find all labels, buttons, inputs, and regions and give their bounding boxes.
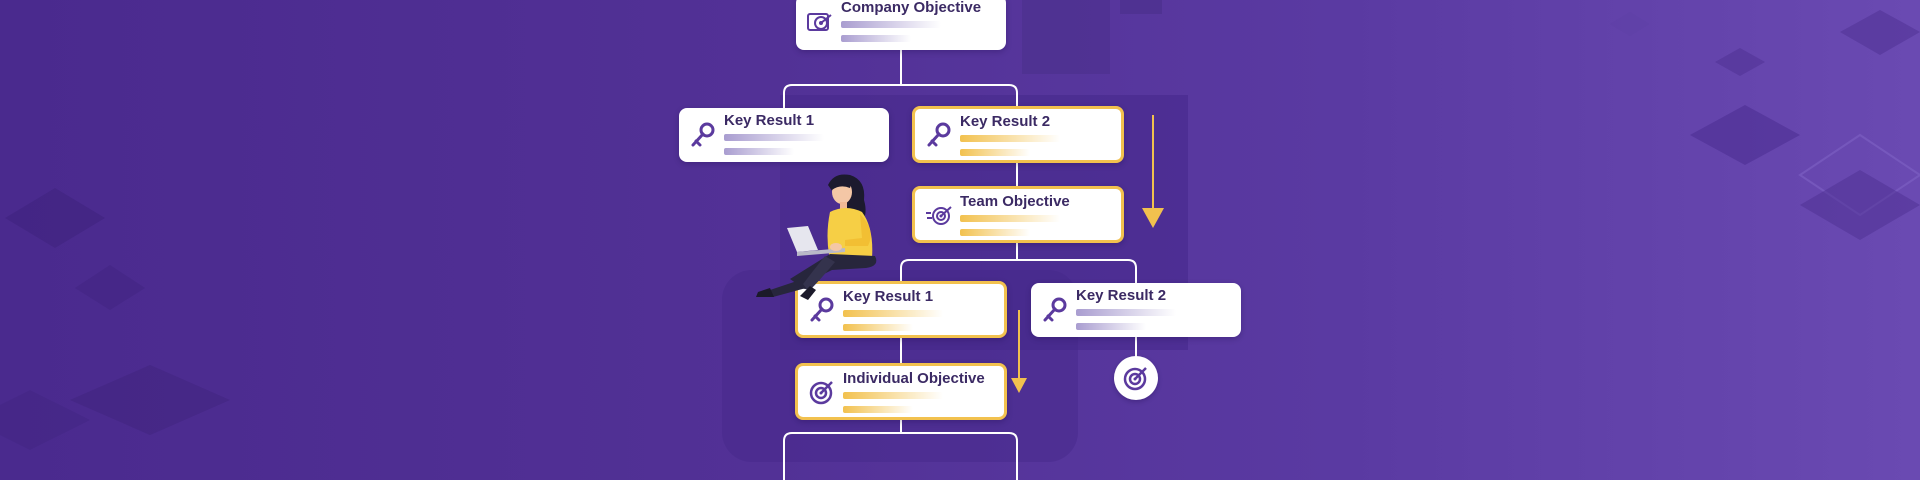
team-key-result-1-card[interactable]: Key Result 1 — [795, 281, 1007, 338]
key-icon — [691, 122, 715, 147]
target-board-icon — [807, 12, 832, 31]
individual-objective-card[interactable]: Individual Objective — [795, 363, 1007, 420]
placeholder-bar — [843, 310, 943, 317]
key-icon — [1043, 297, 1067, 322]
placeholder-bar — [724, 148, 794, 155]
card-title: Individual Objective — [843, 370, 985, 387]
placeholder-bar — [960, 215, 1060, 222]
placeholder-bar — [843, 324, 913, 331]
card-title: Key Result 2 — [960, 113, 1051, 130]
placeholder-bar — [960, 135, 1060, 142]
key-icon — [810, 297, 834, 321]
goal-badge[interactable] — [1114, 356, 1158, 400]
placeholder-bar — [1076, 323, 1146, 330]
placeholder-bar — [841, 21, 941, 28]
key-result-1-card[interactable]: Key Result 1 — [679, 108, 889, 162]
card-title: Key Result 2 — [1076, 287, 1167, 304]
team-objective-card[interactable]: Team Objective — [912, 186, 1124, 243]
placeholder-bar — [841, 35, 911, 42]
placeholder-bar — [1076, 309, 1176, 316]
target-speed-icon — [926, 205, 952, 225]
card-title: Key Result 1 — [724, 112, 815, 129]
card-title: Company Objective — [841, 0, 982, 16]
team-key-result-2-card[interactable]: Key Result 2 — [1031, 283, 1241, 337]
target-icon — [809, 380, 833, 404]
placeholder-bar — [960, 149, 1030, 156]
placeholder-bar — [724, 134, 824, 141]
arrow-down-icon — [1011, 310, 1027, 393]
key-icon — [927, 122, 951, 146]
arrow-down-icon — [1142, 115, 1164, 228]
key-result-2-card[interactable]: Key Result 2 — [912, 106, 1124, 163]
card-title: Key Result 1 — [843, 288, 934, 305]
card-title: Team Objective — [960, 193, 1070, 210]
target-icon — [1123, 367, 1147, 391]
placeholder-bar — [843, 392, 943, 399]
company-objective-card[interactable]: Company Objective — [796, 0, 1006, 50]
placeholder-bar — [960, 229, 1030, 236]
placeholder-bar — [843, 406, 913, 413]
